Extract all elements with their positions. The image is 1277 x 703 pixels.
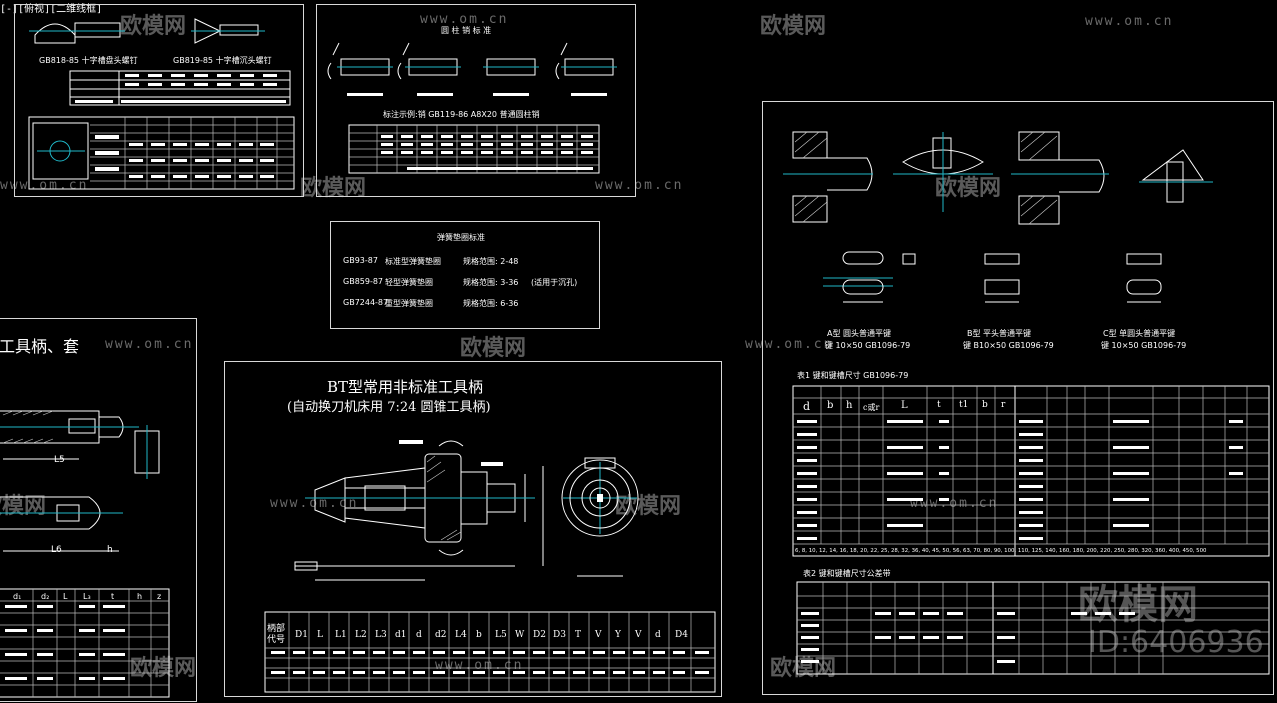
key-t1-h-b2: b [982,400,988,410]
bt-h-b: b [476,630,482,640]
bt-h-v2: V [635,630,642,640]
bt-h-t: T [575,630,582,640]
watermark-url: www.om.cn [270,496,359,511]
bt-h-d2b: D2 [533,630,546,640]
dim-l5: L5 [54,455,65,465]
bt-h-code: 柄部代号 [267,624,286,645]
bt-h-v: V [595,630,602,640]
key-type-c: C型 单圆头普通平键 [1103,329,1176,338]
watermark-brand: 欧模网 [935,176,1002,201]
bt-h-y: Y [615,630,621,640]
dim-l6: L6 [51,545,62,555]
bt-h-d4: D4 [675,630,688,640]
pin-example: 标注示例:销 GB119-86 A8X20 普通圆柱销 [383,110,540,119]
watermark-brand: 欧模网 [0,494,47,519]
panel-pin-standard[interactable]: 圆 柱 销 标 准 标注示例:销 GB119-86 A8X20 普通圆柱销 [316,4,636,197]
key-type-a-example: 键 10×50 GB1096-79 [825,341,911,350]
key-t1-h-h: h [846,400,853,411]
tool-table-h2: d₂ [41,592,50,601]
bt-h-l: L [317,630,323,640]
washer-row-3-code: GB7244-87 [343,298,389,307]
washer-row-2-code: GB859-87 [343,277,384,286]
tool-table-h4: L₃ [83,592,91,601]
washer-row-2-note: (适用于沉孔) [531,278,578,287]
panel-tool-handle[interactable]: 工具柄、套 L5 L6 h d₁ [0,318,197,702]
tool-handle-title: 工具柄、套 [0,337,80,356]
bt-subtitle: (自动换刀机床用 7:24 圆锥工具柄) [287,400,491,415]
washer-row-2-range: 规格范围: 3-36 [463,278,519,287]
key-type-a: A型 圆头普通平键 [827,329,892,338]
key-type-b-example: 键 B10×50 GB1096-79 [963,341,1054,350]
watermark-url: www.om.cn [435,658,524,673]
watermark-url: www.om.cn [1085,14,1174,29]
bt-h-l1: L1 [335,630,347,640]
screw-left-title: GB818-85 十字槽盘头螺钉 [39,56,138,65]
key-length-series: 6, 8, 10, 12, 14, 16, 18, 20, 22, 25, 28… [795,548,1207,554]
watermark-brand: 欧模网 [760,14,827,39]
watermark-brand: 欧模网 [120,14,187,39]
key-type-c-example: 键 10×50 GB1096-79 [1101,341,1187,350]
screw-drawing [28,18,295,190]
bt-h-d1b: d1 [395,630,407,640]
watermark-url: www.om.cn [420,12,509,27]
pin-drawing [327,42,617,174]
washer-title: 弹簧垫圈标准 [437,233,485,242]
bt-h-d2: d2 [435,630,447,640]
tool-table-h7: z [157,592,162,601]
tool-table-h1: d₁ [13,592,22,601]
bt-title: BT型常用非标准工具柄 [327,378,484,396]
watermark-url: www.om.cn [595,178,684,193]
bt-h-d-b: d [655,630,661,640]
bt-h-d1: D1 [295,630,308,640]
key-drawing [783,131,1270,675]
washer-row-1-code: GB93-87 [343,256,378,265]
key-t1-h-t: t [937,400,941,410]
screw-right-title: GB819-85 十字槽沉头螺钉 [173,56,272,65]
key-type-b: B型 平头普通平键 [967,329,1032,338]
washer-row-2-name: 轻型弹簧垫圈 [385,278,433,287]
tool-table-h6: h [137,592,143,601]
tool-table-h5: t [111,592,115,601]
bt-h-w: W [515,630,525,640]
panel-washer-standard[interactable]: 弹簧垫圈标准 GB93-87 标准型弹簧垫圈 规格范围: 2-48 GB859-… [330,221,600,329]
washer-row-3-name: 重型弹簧垫圈 [385,299,433,308]
panel-bt-handle[interactable]: BT型常用非标准工具柄 (自动换刀机床用 7:24 圆锥工具柄) [224,361,722,697]
bt-h-d: d [416,630,422,640]
key-t1-h-t1: t1 [959,400,969,410]
key-t1-h-l: L [901,400,908,411]
tool-handle-drawing [0,410,170,698]
washer-row-3-range: 规格范围: 6-36 [463,299,519,308]
panel-key-standard[interactable]: A型 圆头普通平键 键 10×50 GB1096-79 B型 平头普通平键 键 … [762,101,1274,695]
watermark-url: www.om.cn [745,337,834,352]
bt-h-l4: L4 [455,630,467,640]
key-t1-h-c: c或r [863,403,880,412]
key-table1-title: 表1 键和键槽尺寸 GB1096-79 [797,371,909,380]
tool-table-h3: L [63,592,68,601]
watermark-id: ID:6406936 [1088,625,1264,660]
key-t1-h-r: r [1001,400,1006,410]
bt-h-l2: L2 [355,630,367,640]
panel-screw-standard[interactable]: GB818-85 十字槽盘头螺钉 GB819-85 十字槽沉头螺钉 [14,4,304,197]
washer-row-1-name: 标准型弹簧垫圈 [385,257,441,266]
watermark-brand: 欧模网 [460,336,527,361]
dim-h: h [107,545,113,555]
bt-h-l3: L3 [375,630,387,640]
bt-h-d3: D3 [553,630,566,640]
watermark-url: www.om.cn [105,337,194,352]
key-table2-title: 表2 键和键槽尺寸公差带 [803,569,891,578]
key-t1-h-b: b [827,400,834,411]
viewport-label[interactable]: [-][俯视][二维线框] [0,4,103,15]
bt-h-l5: L5 [495,630,507,640]
watermark-brand: 欧模网 [130,656,197,681]
bt-drawing [264,440,716,693]
washer-row-1-range: 规格范围: 2-48 [463,257,519,266]
pin-title: 圆 柱 销 标 准 [441,26,492,35]
key-t1-h-d: d [803,400,811,413]
